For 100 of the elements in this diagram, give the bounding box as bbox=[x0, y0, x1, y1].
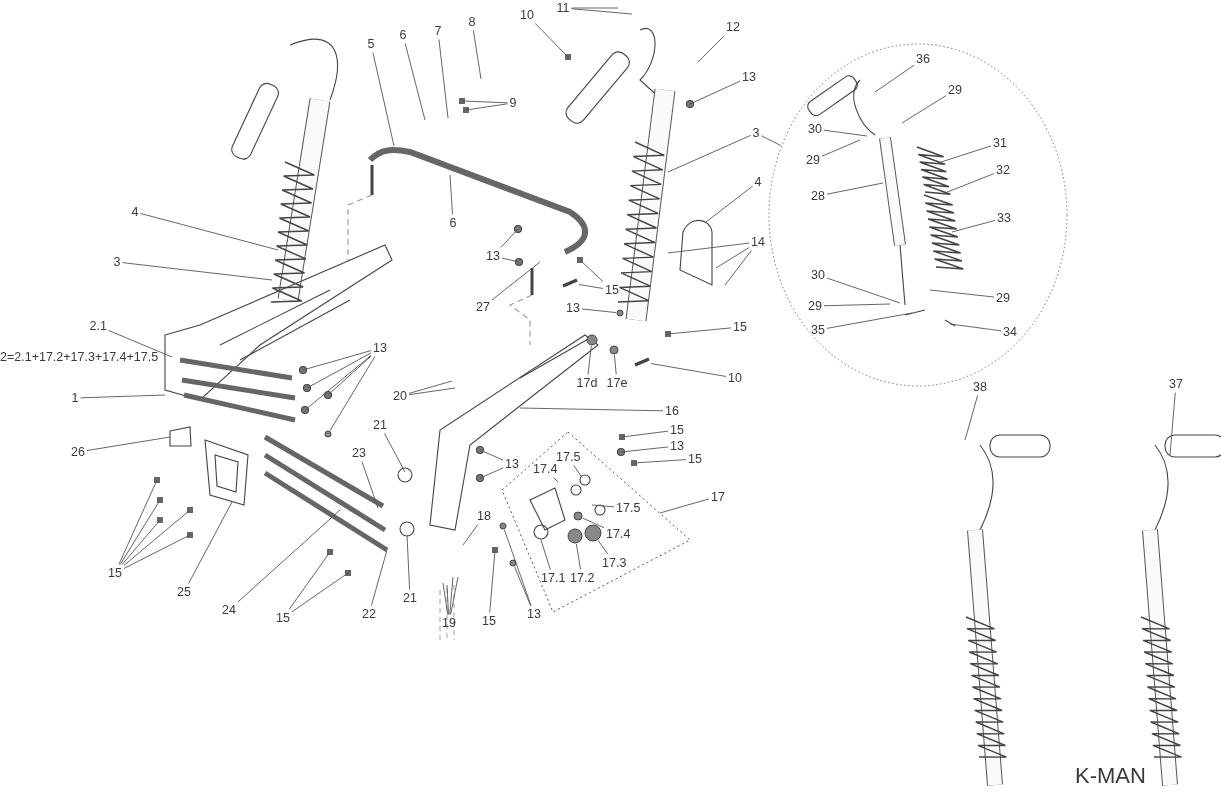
callout-number: 18 bbox=[476, 508, 492, 523]
leader-line bbox=[540, 539, 551, 570]
callout-number: 7 bbox=[433, 23, 443, 38]
callout-number: 32 bbox=[995, 162, 1011, 177]
leader-line bbox=[614, 354, 617, 375]
leader-line bbox=[288, 551, 331, 610]
leader-line bbox=[659, 498, 710, 514]
leader-line bbox=[582, 517, 605, 529]
callout-number: 17.1 bbox=[540, 570, 567, 585]
leader-line bbox=[122, 262, 273, 281]
leader-line bbox=[503, 529, 532, 606]
leader-line bbox=[826, 312, 913, 329]
leader-line bbox=[944, 173, 995, 194]
callout-number: 10 bbox=[727, 370, 743, 385]
leader-line bbox=[1169, 392, 1176, 456]
leader-line bbox=[823, 303, 891, 307]
leader-line bbox=[123, 534, 191, 569]
callout-number: 30 bbox=[810, 267, 826, 282]
callout-number: 15 bbox=[732, 319, 748, 334]
leader-line bbox=[821, 139, 861, 157]
callout-number: 36 bbox=[915, 51, 931, 66]
leader-line bbox=[620, 446, 669, 453]
leader-line bbox=[461, 100, 508, 104]
leader-line bbox=[591, 504, 615, 508]
bolt-icon bbox=[562, 279, 578, 287]
leader-line bbox=[689, 80, 741, 105]
callout-number: 13 bbox=[565, 300, 581, 315]
callout-number: 20 bbox=[392, 388, 408, 403]
callout-number: 17d bbox=[575, 375, 599, 390]
callout-number: 35 bbox=[810, 322, 826, 337]
leader-line bbox=[384, 433, 406, 473]
leader-line bbox=[449, 174, 453, 215]
leader-line bbox=[438, 39, 449, 119]
leader-line bbox=[370, 549, 388, 606]
callout-number: 22 bbox=[361, 606, 377, 621]
callout-number: 5 bbox=[366, 36, 376, 51]
leader-line bbox=[479, 449, 504, 461]
callout-number: 4 bbox=[753, 174, 763, 189]
bushing-icon bbox=[573, 511, 583, 521]
callout-number: 15 bbox=[604, 282, 620, 297]
leader-line bbox=[118, 479, 158, 565]
callout-number: 13 bbox=[504, 456, 520, 471]
callout-number: 13 bbox=[526, 606, 542, 621]
leader-line bbox=[553, 477, 559, 483]
leader-line bbox=[929, 289, 995, 298]
callout-number: 21 bbox=[372, 417, 388, 432]
nut-icon bbox=[324, 430, 332, 438]
leader-line bbox=[86, 436, 171, 451]
callout-number: 15 bbox=[669, 422, 685, 437]
leader-line bbox=[724, 250, 752, 286]
callout-number: 23 bbox=[351, 445, 367, 460]
callout-number: 31 bbox=[992, 135, 1008, 150]
callout-number: 25 bbox=[176, 584, 192, 599]
callout-number: 17 bbox=[710, 489, 726, 504]
leader-line bbox=[123, 509, 191, 566]
leader-line bbox=[581, 308, 617, 314]
callout-number: 2.1 bbox=[88, 318, 108, 333]
callout-number: 17.5 bbox=[555, 449, 582, 464]
leader-line bbox=[501, 257, 520, 263]
leader-line bbox=[306, 352, 372, 389]
leader-line bbox=[575, 543, 582, 570]
callout-number: 11 bbox=[555, 0, 571, 15]
variant-label: K-MAN bbox=[1075, 765, 1146, 787]
callout-number: 15 bbox=[687, 451, 703, 466]
leader-line bbox=[597, 539, 609, 555]
bushing-icon bbox=[567, 528, 583, 544]
leader-line bbox=[404, 43, 426, 121]
leader-line bbox=[826, 277, 901, 304]
leader-line bbox=[667, 327, 732, 335]
callout-number: 13 bbox=[485, 248, 501, 263]
callout-number: 33 bbox=[996, 210, 1012, 225]
leader-line bbox=[188, 501, 233, 584]
leader-line bbox=[761, 135, 782, 146]
leader-line bbox=[621, 430, 669, 438]
leader-line bbox=[715, 247, 750, 269]
callout-number: 4 bbox=[130, 204, 140, 219]
callout-number: 17.4 bbox=[605, 526, 632, 541]
formula-note: 2=2.1+17.2+17.3+17.4+17.5 bbox=[0, 351, 159, 364]
leader-line bbox=[874, 64, 915, 93]
leader-line bbox=[571, 7, 619, 9]
leader-line bbox=[514, 566, 531, 606]
leader-line bbox=[578, 284, 604, 289]
leader-line bbox=[442, 582, 449, 615]
leader-line bbox=[462, 524, 479, 546]
leader-line bbox=[406, 534, 411, 590]
leader-line bbox=[667, 135, 751, 173]
leader-line bbox=[579, 259, 604, 282]
leader-line bbox=[901, 95, 947, 124]
callout-number: 1 bbox=[70, 390, 80, 405]
callout-number: 29 bbox=[805, 152, 821, 167]
leader-line bbox=[291, 572, 349, 613]
leader-line bbox=[650, 363, 727, 377]
callout-number: 13 bbox=[372, 340, 388, 355]
callout-number: 29 bbox=[807, 298, 823, 313]
leader-line bbox=[80, 394, 166, 399]
leader-line bbox=[491, 261, 541, 301]
callout-number: 24 bbox=[221, 602, 237, 617]
callout-number: 16 bbox=[664, 403, 680, 418]
callout-number: 37 bbox=[1168, 376, 1184, 391]
leader-line bbox=[108, 329, 173, 358]
